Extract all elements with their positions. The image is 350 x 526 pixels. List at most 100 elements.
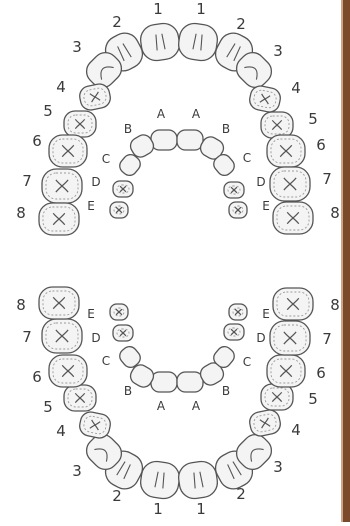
upper-right-primary-B-label: B (124, 122, 132, 136)
upper-right-primary-C-label: C (102, 152, 110, 166)
lower-left-tooth-3-label: 3 (273, 458, 283, 476)
upper-right-tooth-7-label: 7 (22, 172, 32, 190)
upper-right-primary-D (113, 181, 133, 197)
lower-left-tooth-7-label: 7 (322, 330, 332, 348)
lower-right-tooth-1-crown (139, 460, 182, 501)
upper-left-primary-A-label: A (192, 107, 201, 121)
upper-right-primary-A-label: A (157, 107, 166, 121)
lower-left-primary-D (224, 324, 244, 340)
lower-right-tooth-3-label: 3 (72, 462, 82, 480)
upper-right-tooth-5 (64, 111, 96, 137)
lower-right-tooth-6 (49, 355, 87, 387)
lower-right-primary-D-label: D (91, 331, 100, 345)
lower-right-primary-C-label: C (102, 354, 110, 368)
upper-left-tooth-8-label: 8 (330, 204, 340, 222)
lower-left-primary-A-crown (177, 372, 203, 392)
upper-right-tooth-8 (39, 203, 79, 235)
lower-left-tooth-6 (267, 355, 305, 387)
upper-left-tooth-3-label: 3 (273, 42, 283, 60)
lower-left-tooth-2-label: 2 (236, 485, 246, 503)
lower-left-primary-C-label: C (243, 355, 251, 369)
upper-right-tooth-4-label: 4 (56, 78, 66, 96)
lower-left-tooth-4 (248, 408, 282, 438)
lower-left-tooth-1-crown (177, 460, 220, 501)
upper-left-tooth-5-label: 5 (308, 110, 318, 128)
upper-right-primary-D-label: D (91, 175, 100, 189)
lower-left-primary-E-label: E (262, 307, 270, 321)
lower-right-tooth-1-label: 1 (153, 500, 163, 518)
lower-left-primary-E (229, 304, 247, 320)
upper-right-tooth-4 (78, 82, 112, 112)
upper-left-primary-B-label: B (222, 122, 230, 136)
lower-right-tooth-7 (42, 319, 82, 353)
lower-left-tooth-4-label: 4 (291, 421, 301, 439)
lower-right-tooth-4-label: 4 (56, 422, 66, 440)
upper-left-tooth-6 (267, 135, 305, 167)
upper-left-tooth-1 (177, 22, 220, 63)
upper-right-primary-E-label: E (87, 199, 95, 213)
upper-right-tooth-6-label: 6 (32, 132, 42, 150)
lower-left-primary-D-label: D (256, 331, 265, 345)
upper-left-primary-E (229, 202, 247, 218)
upper-right-tooth-5-label: 5 (43, 102, 53, 120)
lower-left-tooth-1 (177, 460, 220, 501)
upper-left-tooth-7-label: 7 (322, 170, 332, 188)
upper-left-tooth-5 (261, 112, 293, 138)
lower-right-tooth-6-label: 6 (32, 368, 42, 386)
lower-left-primary-A (177, 372, 203, 392)
lower-left-tooth-8 (273, 288, 313, 320)
lower-left-tooth-5 (261, 384, 293, 410)
lower-left-tooth-6-label: 6 (316, 364, 326, 382)
lower-right-tooth-1 (139, 460, 182, 501)
lower-right-tooth-8 (39, 287, 79, 319)
lower-right-tooth-7-label: 7 (22, 328, 32, 346)
upper-right-primary-E (110, 202, 128, 218)
upper-left-primary-E-label: E (262, 199, 270, 213)
lower-right-tooth-4 (78, 410, 112, 440)
upper-right-tooth-7 (42, 169, 82, 203)
upper-left-tooth-2-label: 2 (236, 15, 246, 33)
lower-right-tooth-2-label: 2 (112, 487, 122, 505)
upper-left-tooth-4-label: 4 (291, 79, 301, 97)
upper-left-tooth-1-crown (177, 22, 220, 63)
upper-left-primary-D (224, 182, 244, 198)
lower-right-primary-A (151, 372, 177, 392)
lower-left-primary-A-label: A (192, 399, 201, 413)
upper-left-primary-C-label: C (243, 151, 251, 165)
upper-right-tooth-1-label: 1 (153, 0, 163, 18)
lower-right-primary-A-crown (151, 372, 177, 392)
lower-right-primary-E (110, 304, 128, 320)
lower-right-primary-B-label: B (124, 384, 132, 398)
upper-arch: 1234567812345678ABCDEABCDE (16, 0, 340, 235)
upper-right-tooth-6 (49, 135, 87, 167)
upper-left-tooth-1-label: 1 (196, 0, 206, 18)
upper-left-tooth-4 (248, 84, 282, 114)
lower-left-tooth-5-label: 5 (308, 390, 318, 408)
upper-left-primary-A-crown (177, 130, 203, 150)
dental-chart-svg: 1234567812345678ABCDEABCDE 1234567812345… (0, 0, 340, 522)
upper-left-primary-D-label: D (256, 175, 265, 189)
upper-left-tooth-6-label: 6 (316, 136, 326, 154)
lower-right-primary-D (113, 325, 133, 341)
lower-left-tooth-7 (270, 321, 310, 355)
upper-left-tooth-8 (273, 202, 313, 234)
lower-left-tooth-8-label: 8 (330, 296, 340, 314)
lower-left-primary-B-label: B (222, 384, 230, 398)
upper-right-tooth-2-label: 2 (112, 13, 122, 31)
upper-right-tooth-8-label: 8 (16, 204, 26, 222)
lower-right-tooth-5-label: 5 (43, 398, 53, 416)
page-edge-border (343, 0, 350, 522)
upper-right-tooth-1-crown (139, 22, 182, 63)
upper-right-tooth-3-label: 3 (72, 38, 82, 56)
upper-left-tooth-7 (270, 167, 310, 201)
lower-left-tooth-1-label: 1 (196, 500, 206, 518)
upper-right-tooth-1 (139, 22, 182, 63)
lower-right-primary-A-label: A (157, 399, 166, 413)
upper-left-primary-A (177, 130, 203, 150)
upper-right-primary-A-crown (151, 130, 177, 150)
upper-right-primary-A (151, 130, 177, 150)
lower-right-primary-E-label: E (87, 307, 95, 321)
lower-right-tooth-8-label: 8 (16, 296, 26, 314)
